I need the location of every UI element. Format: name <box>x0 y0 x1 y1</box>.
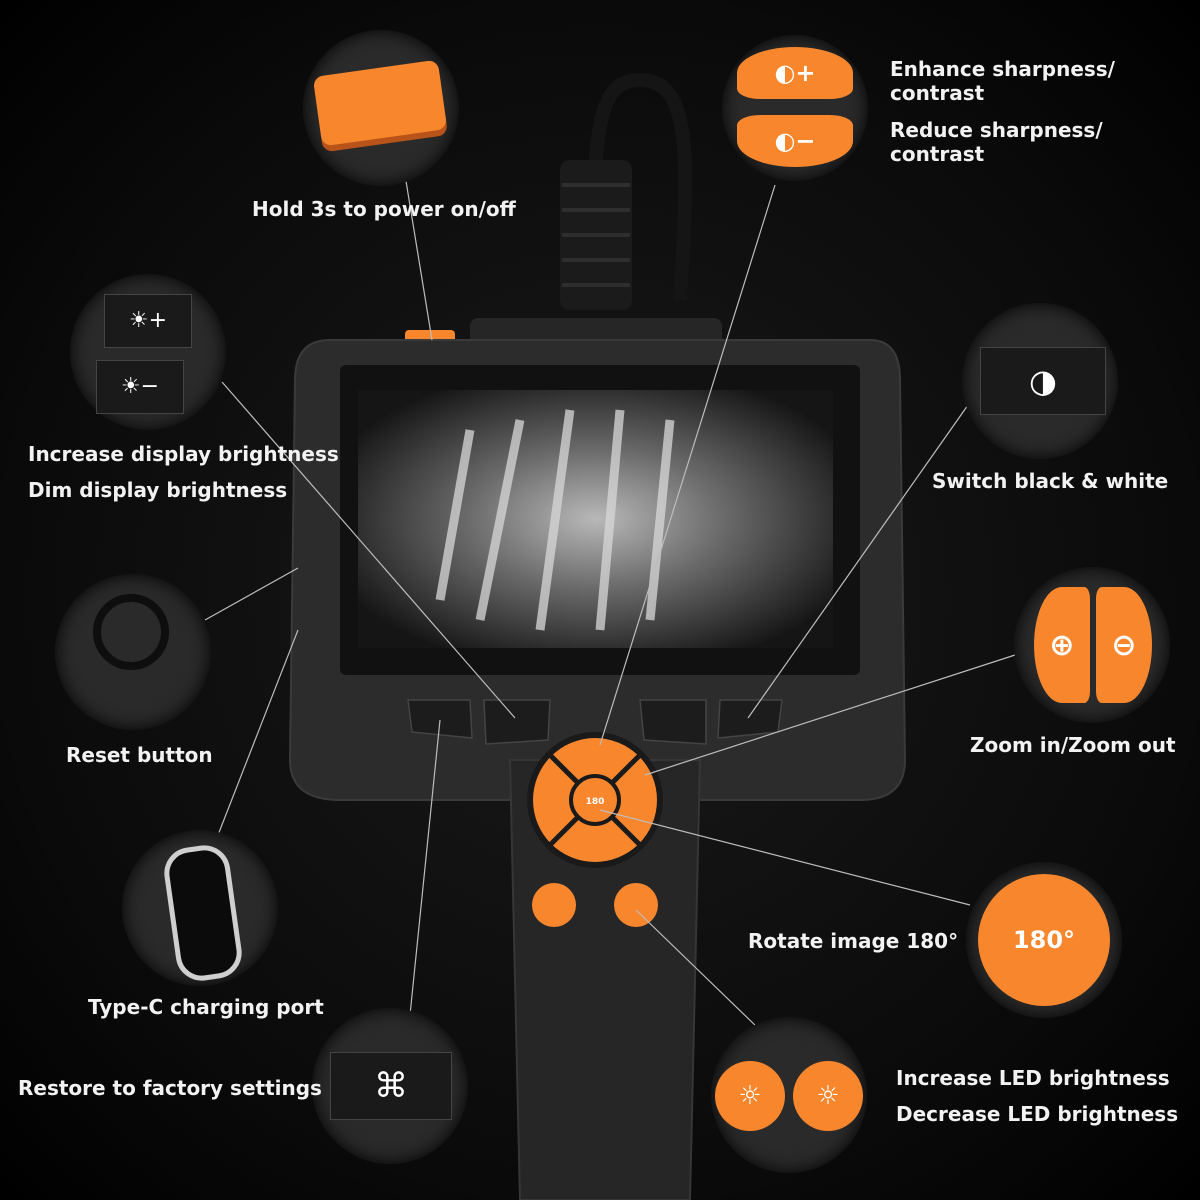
led-up-button[interactable] <box>532 883 576 927</box>
label-enhance-sharpness: Enhance sharpness/ contrast <box>890 57 1115 105</box>
label-zoom: Zoom in/Zoom out <box>970 733 1176 757</box>
zoom-out-icon: ⊖ <box>1096 587 1152 703</box>
display-brightness-callout: ☀+ ☀− <box>70 274 226 430</box>
rotate-180-icon: 180° <box>978 874 1110 1006</box>
display-brightness-up-key[interactable] <box>483 699 551 745</box>
power-callout <box>303 30 459 186</box>
led-callout: ☼ ☼ <box>711 1017 867 1173</box>
label-increase-display: Increase display brightness <box>28 442 339 466</box>
typec-port-icon <box>160 842 246 984</box>
rotate-callout: 180° <box>966 862 1122 1018</box>
label-typec: Type-C charging port <box>88 995 324 1019</box>
leader-lines <box>204 174 1016 1029</box>
label-power: Hold 3s to power on/off <box>252 197 516 221</box>
reset-hole-icon <box>93 594 169 670</box>
black-white-callout: ◑ <box>962 303 1118 459</box>
display-brightness-down-key[interactable] <box>639 699 707 745</box>
label-rotate: Rotate image 180° <box>748 929 959 953</box>
factory-reset-key[interactable] <box>407 699 473 739</box>
zoom-in-icon: ⊕ <box>1034 587 1090 703</box>
display-brightness-down-icon: ☀− <box>96 360 184 414</box>
typec-callout <box>122 830 278 986</box>
label-reduce-sharpness: Reduce sharpness/ contrast <box>890 118 1103 166</box>
power-button-icon <box>312 59 448 147</box>
label-switch-bw: Switch black & white <box>932 469 1169 493</box>
svg-text:180: 180 <box>586 797 605 807</box>
label-factory: Restore to factory settings <box>18 1076 322 1100</box>
label-decrease-led: Decrease LED brightness <box>896 1102 1179 1126</box>
factory-reset-icon: ⌘ <box>330 1052 452 1120</box>
label-increase-led: Increase LED brightness <box>896 1066 1170 1090</box>
label-reset: Reset button <box>66 743 213 767</box>
led-decrease-icon: ☼ <box>793 1061 863 1131</box>
black-white-key[interactable] <box>717 699 783 739</box>
zoom-callout: ⊕ ⊖ <box>1014 567 1170 723</box>
black-white-icon: ◑ <box>980 347 1106 415</box>
sharpness-plus-icon: ◐+ <box>737 47 853 99</box>
led-down-button[interactable] <box>614 883 658 927</box>
sharpness-callout: ◐+ ◐− <box>722 35 868 181</box>
display-brightness-up-icon: ☀+ <box>104 294 192 348</box>
screen-image <box>358 390 833 648</box>
reset-callout <box>55 574 211 730</box>
led-increase-icon: ☼ <box>715 1061 785 1131</box>
sharpness-minus-icon: ◐− <box>737 115 853 167</box>
label-dim-display: Dim display brightness <box>28 478 288 502</box>
factory-callout: ⌘ <box>312 1008 468 1164</box>
